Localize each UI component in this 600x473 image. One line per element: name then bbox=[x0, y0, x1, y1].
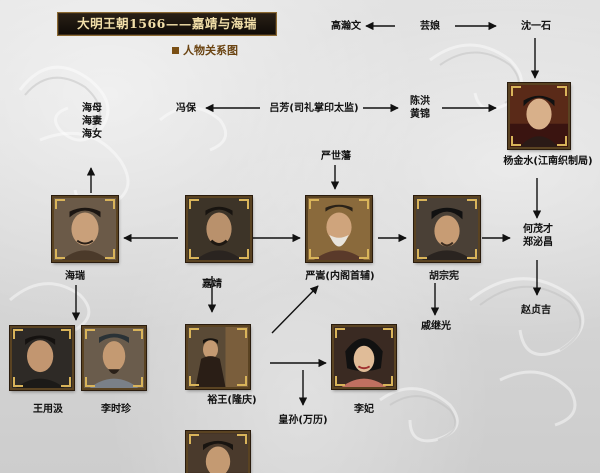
person-portrait-icon bbox=[54, 198, 116, 260]
person-yansong-label: 严嵩(内阁首辅) bbox=[305, 271, 375, 282]
person-gaohanwen-label: 高瀚文 bbox=[331, 21, 361, 32]
person-haiqi: 海妻 bbox=[82, 116, 102, 127]
portrait-lifei bbox=[332, 325, 396, 389]
person-portrait-icon bbox=[188, 327, 248, 387]
portrait-yuwang bbox=[186, 325, 250, 389]
person-lishizhen-label: 李时珍 bbox=[101, 404, 131, 415]
person-huangsun-label: 皇孙(万历) bbox=[278, 415, 328, 426]
person-portrait-icon bbox=[12, 328, 72, 388]
person-zhengbichang: 郑泌昌 bbox=[523, 237, 553, 248]
arrow-yuwang-yansong bbox=[271, 285, 319, 334]
person-portrait-icon bbox=[308, 198, 370, 260]
portrait-lishizhen bbox=[82, 326, 146, 390]
portrait-yangjinshui bbox=[508, 83, 570, 149]
page-title: 大明王朝1566——嘉靖与海瑞 bbox=[77, 16, 257, 31]
person-portrait-icon bbox=[84, 328, 144, 388]
portrait-yansong bbox=[306, 196, 372, 262]
portrait-wangyongji bbox=[10, 326, 74, 390]
portrait-partial-bottom bbox=[186, 431, 250, 473]
person-lifei-label: 李妃 bbox=[354, 404, 374, 415]
person-shenyishi-label: 沈一石 bbox=[521, 21, 551, 32]
person-jiajing-label: 嘉靖 bbox=[202, 279, 222, 290]
portrait-jiajing bbox=[186, 196, 252, 262]
person-huangjin: 黄锦 bbox=[410, 109, 430, 120]
person-chenhong: 陈洪 bbox=[410, 96, 430, 107]
person-fengbao-label: 冯保 bbox=[176, 103, 196, 114]
portrait-huzongxian bbox=[414, 196, 480, 262]
portrait-hairui bbox=[52, 196, 118, 262]
person-hemaocai-group-label: 何茂才 郑泌昌 bbox=[516, 223, 560, 249]
subtitle-text: 人物关系图 bbox=[183, 44, 238, 57]
person-wangyongji-label: 王用汲 bbox=[33, 404, 63, 415]
person-portrait-icon bbox=[510, 85, 568, 147]
square-bullet-icon bbox=[172, 47, 179, 54]
person-portrait-icon bbox=[188, 433, 248, 473]
person-yunniang-label: 芸娘 bbox=[420, 21, 440, 32]
title-banner: 大明王朝1566——嘉靖与海瑞 bbox=[57, 12, 277, 36]
person-hairui-label: 海瑞 bbox=[65, 271, 85, 282]
person-portrait-icon bbox=[334, 327, 394, 387]
person-hemaocai: 何茂才 bbox=[523, 224, 553, 235]
person-zhaozhenji-label: 赵贞吉 bbox=[521, 305, 551, 316]
diagram-subtitle: 人物关系图 bbox=[172, 44, 238, 58]
person-qijiguang-label: 戚继光 bbox=[421, 321, 451, 332]
person-haimu-group-label: 海母 海妻 海女 bbox=[76, 102, 108, 141]
person-lvfang-label: 吕芳(司礼掌印太监) bbox=[269, 103, 359, 114]
person-chenhong-group-label: 陈洪 黄锦 bbox=[402, 95, 438, 121]
person-haimu: 海母 bbox=[82, 103, 102, 114]
person-hainv: 海女 bbox=[82, 129, 102, 140]
person-huzongxian-label: 胡宗宪 bbox=[429, 271, 459, 282]
person-portrait-icon bbox=[416, 198, 478, 260]
person-yuwang-label: 裕王(隆庆) bbox=[207, 395, 257, 406]
person-portrait-icon bbox=[188, 198, 250, 260]
person-yanshifan-label: 严世藩 bbox=[321, 151, 351, 162]
person-yangjinshui-label: 杨金水(江南织制局) bbox=[503, 156, 593, 167]
